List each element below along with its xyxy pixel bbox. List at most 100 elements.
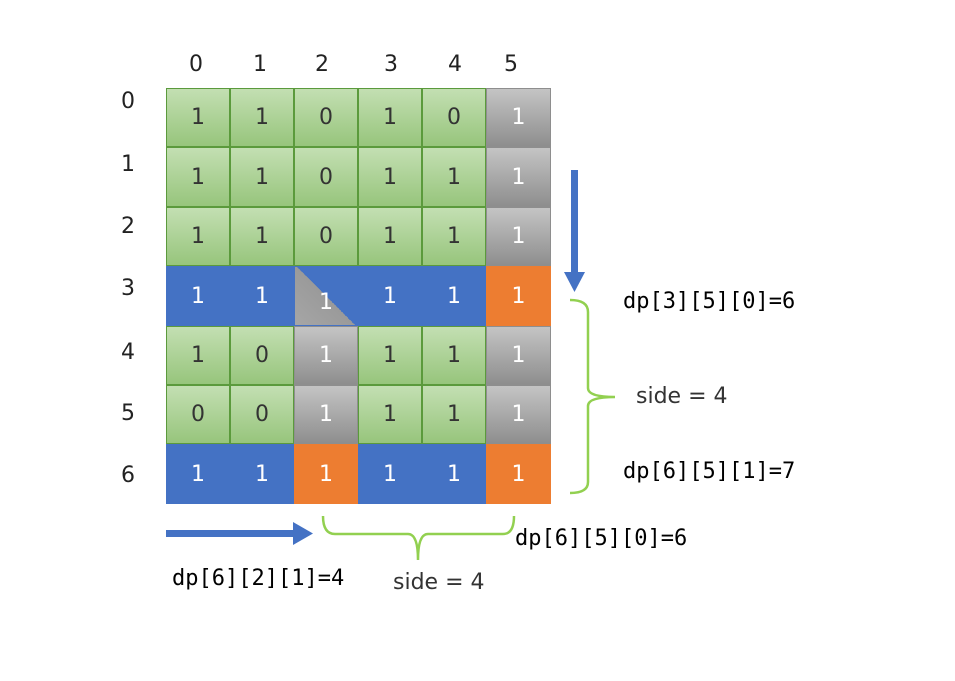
grid-cell-value: 1 — [447, 461, 461, 487]
grid-cell-r1-c1: 1 — [230, 147, 294, 207]
grid-cell-value: 1 — [383, 402, 397, 427]
grid-cell-r3-c0: 1 — [166, 266, 230, 326]
row-label-5: 5 — [121, 401, 135, 426]
grid-cell-value: 1 — [191, 343, 205, 368]
grid-cell-value: 1 — [255, 224, 269, 249]
grid-cell-r6-c3: 1 — [358, 444, 422, 504]
column-label-4: 4 — [448, 52, 462, 77]
grid-cell-value: 1 — [255, 105, 269, 130]
row-label-2: 2 — [121, 214, 135, 239]
grid-cell-value: 1 — [383, 283, 397, 309]
grid-cell-r2-c3: 1 — [358, 207, 422, 266]
grid-cell-r5-c2: 1 — [294, 385, 358, 444]
right-arrow-icon — [166, 522, 313, 545]
grid-cell-r4-c0: 1 — [166, 326, 230, 385]
grid-cell-value: 1 — [511, 402, 526, 427]
grid-cell-r2-c1: 1 — [230, 207, 294, 266]
grid-cell-value: 1 — [383, 105, 397, 130]
grid-cell-value: 0 — [191, 402, 205, 427]
column-label-0: 0 — [189, 52, 203, 77]
grid-cell-r3-c3: 1 — [358, 266, 422, 326]
grid-cell-value: 1 — [383, 343, 397, 368]
grid-cell-r5-c3: 1 — [358, 385, 422, 444]
grid-cell-r6-c1: 1 — [230, 444, 294, 504]
row-label-3: 3 — [121, 276, 135, 301]
grid-cell-value: 1 — [255, 283, 269, 309]
grid-cell-value: 1 — [191, 461, 205, 487]
side-bottom-label: side = 4 — [393, 570, 485, 595]
grid-cell-value: 0 — [319, 164, 333, 190]
grid-cell-r0-c3: 1 — [358, 88, 422, 147]
grid-cell-value: 0 — [319, 224, 333, 249]
grid-cell-r1-c0: 1 — [166, 147, 230, 207]
grid-cell-value: 0 — [255, 343, 269, 368]
grid-cell-r0-c0: 1 — [166, 88, 230, 147]
grid-cell-value: 1 — [383, 461, 397, 487]
row-label-1: 1 — [121, 152, 135, 177]
down-arrow-icon — [564, 170, 585, 292]
grid-cell-value: 1 — [511, 164, 526, 190]
grid-cell-value: 1 — [447, 402, 461, 427]
grid-cell-r2-c4: 1 — [422, 207, 486, 266]
grid-cell-r4-c2: 1 — [294, 326, 358, 385]
column-label-1: 1 — [253, 52, 267, 77]
grid-cell-r6-c4: 1 — [422, 444, 486, 504]
dp-6-5-0-label: dp[6][5][0]=6 — [515, 526, 688, 551]
grid-cell-value: 1 — [511, 343, 526, 368]
grid-cell-value: 1 — [319, 461, 333, 487]
bottom-brace-icon — [321, 515, 516, 561]
grid-cell-r3-c2: 1 — [294, 266, 358, 326]
grid-cell-r0-c4: 0 — [422, 88, 486, 147]
grid-cell-r5-c5: 1 — [486, 385, 551, 444]
column-label-2: 2 — [315, 52, 329, 77]
dp-6-2-1-label: dp[6][2][1]=4 — [172, 566, 345, 591]
row-label-4: 4 — [121, 340, 135, 365]
grid-cell-r1-c3: 1 — [358, 147, 422, 207]
grid-cell-value: 1 — [383, 224, 397, 249]
grid-cell-value: 1 — [191, 105, 205, 130]
grid-cell-value: 1 — [447, 283, 461, 309]
grid-cell-value: 1 — [255, 461, 269, 487]
grid-cell-r6-c5: 1 — [486, 444, 551, 504]
grid-cell-value: 1 — [511, 283, 526, 309]
grid-cell-r0-c5: 1 — [486, 88, 551, 147]
grid-cell-r4-c5: 1 — [486, 326, 551, 385]
grid-cell-value: 1 — [319, 402, 333, 427]
grid-cell-r4-c4: 1 — [422, 326, 486, 385]
dp-3-5-0-label: dp[3][5][0]=6 — [623, 289, 796, 314]
grid-cell-r5-c0: 0 — [166, 385, 230, 444]
grid-cell-r2-c2: 0 — [294, 207, 358, 266]
grid-cell-value: 1 — [447, 224, 461, 249]
row-label-0: 0 — [121, 89, 135, 114]
grid-cell-value: 1 — [447, 343, 461, 368]
grid-cell-value: 1 — [383, 164, 397, 190]
grid-cell-value: 0 — [447, 105, 461, 130]
column-label-3: 3 — [384, 52, 398, 77]
grid-cell-value: 1 — [319, 343, 333, 368]
grid-cell-r1-c4: 1 — [422, 147, 486, 207]
dp-6-5-1-label: dp[6][5][1]=7 — [623, 459, 796, 484]
grid-cell-r0-c2: 0 — [294, 88, 358, 147]
grid-cell-value: 1 — [319, 289, 333, 315]
grid-cell-r6-c2: 1 — [294, 444, 358, 504]
grid-cell-r1-c2: 0 — [294, 147, 358, 207]
grid-cell-value: 1 — [191, 164, 205, 190]
grid-cell-value: 1 — [447, 164, 461, 190]
grid-cell-r3-c1: 1 — [230, 266, 294, 326]
grid-cell-r6-c0: 1 — [166, 444, 230, 504]
grid-cell-r2-c0: 1 — [166, 207, 230, 266]
grid-cell-value: 1 — [191, 283, 205, 309]
grid-cell-r3-c5: 1 — [486, 266, 551, 326]
side-right-label: side = 4 — [636, 384, 728, 409]
grid-cell-value: 1 — [511, 461, 526, 487]
column-label-5: 5 — [504, 52, 518, 77]
grid-cell-r5-c1: 0 — [230, 385, 294, 444]
grid-cell-r4-c3: 1 — [358, 326, 422, 385]
grid-cell-r4-c1: 0 — [230, 326, 294, 385]
grid-cell-r0-c1: 1 — [230, 88, 294, 147]
grid-cell-value: 0 — [319, 105, 333, 130]
grid-cell-value: 1 — [511, 224, 526, 249]
grid-cell-value: 1 — [191, 224, 205, 249]
